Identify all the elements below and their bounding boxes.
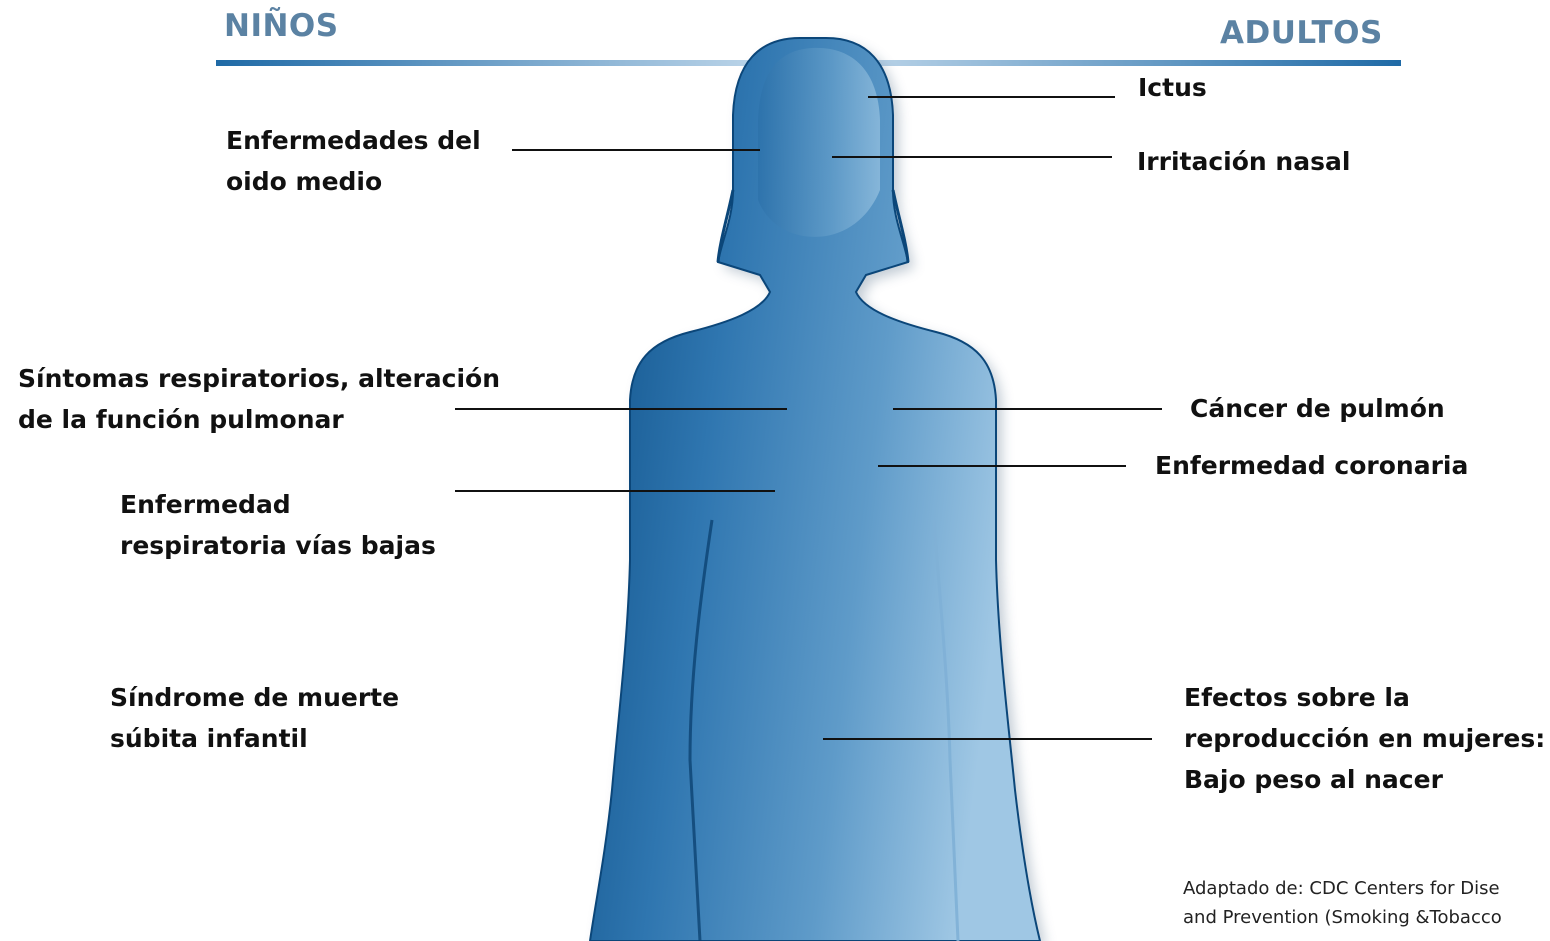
label-sids: Síndrome de muerte súbita infantil bbox=[110, 677, 399, 759]
label-line: Síntomas respiratorios, alteración bbox=[18, 364, 501, 393]
adults-heading: ADULTOS bbox=[1220, 15, 1383, 51]
label-line: Síndrome de muerte bbox=[110, 683, 400, 712]
label-line: Irritación nasal bbox=[1137, 147, 1351, 176]
label-respiratory-symptoms: Síntomas respiratorios, alteración de la… bbox=[18, 358, 500, 440]
label-line: Enfermedad bbox=[120, 490, 291, 519]
label-middle-ear-disease: Enfermedades del oido medio bbox=[226, 120, 481, 202]
source-note: Adaptado de: CDC Centers for Dise and Pr… bbox=[1183, 874, 1502, 932]
label-stroke: Ictus bbox=[1138, 67, 1207, 108]
label-reproductive-effects: Efectos sobre la reproducción en mujeres… bbox=[1184, 677, 1545, 800]
body-silhouette bbox=[588, 37, 1042, 941]
label-line: súbita infantil bbox=[110, 724, 308, 753]
label-line: Enfermedades del bbox=[226, 126, 481, 155]
label-line: de la función pulmonar bbox=[18, 405, 344, 434]
label-line: Enfermedad coronaria bbox=[1155, 451, 1469, 480]
label-nasal-irritation: Irritación nasal bbox=[1137, 141, 1350, 182]
label-line: Ictus bbox=[1138, 73, 1207, 102]
label-coronary-disease: Enfermedad coronaria bbox=[1155, 445, 1468, 486]
label-line: reproducción en mujeres: bbox=[1184, 724, 1546, 753]
hair-right bbox=[891, 189, 910, 263]
children-heading: NIÑOS bbox=[224, 8, 339, 44]
label-lower-respiratory-disease: Enfermedad respiratoria vías bajas bbox=[120, 484, 436, 566]
left-arm-gap bbox=[688, 519, 714, 941]
right-arm-gap bbox=[932, 519, 960, 941]
label-line: Efectos sobre la bbox=[1184, 683, 1410, 712]
label-line: Bajo peso al nacer bbox=[1184, 765, 1443, 794]
label-line: respiratoria vías bajas bbox=[120, 531, 436, 560]
source-note-line: and Prevention (Smoking &Tobacco bbox=[1183, 907, 1502, 928]
label-line: oido medio bbox=[226, 167, 383, 196]
source-note-line: Adaptado de: CDC Centers for Dise bbox=[1183, 878, 1500, 899]
label-lung-cancer: Cáncer de pulmón bbox=[1190, 388, 1445, 429]
label-line: Cáncer de pulmón bbox=[1190, 394, 1445, 423]
hair-left bbox=[716, 189, 735, 263]
head-highlight bbox=[758, 47, 880, 237]
